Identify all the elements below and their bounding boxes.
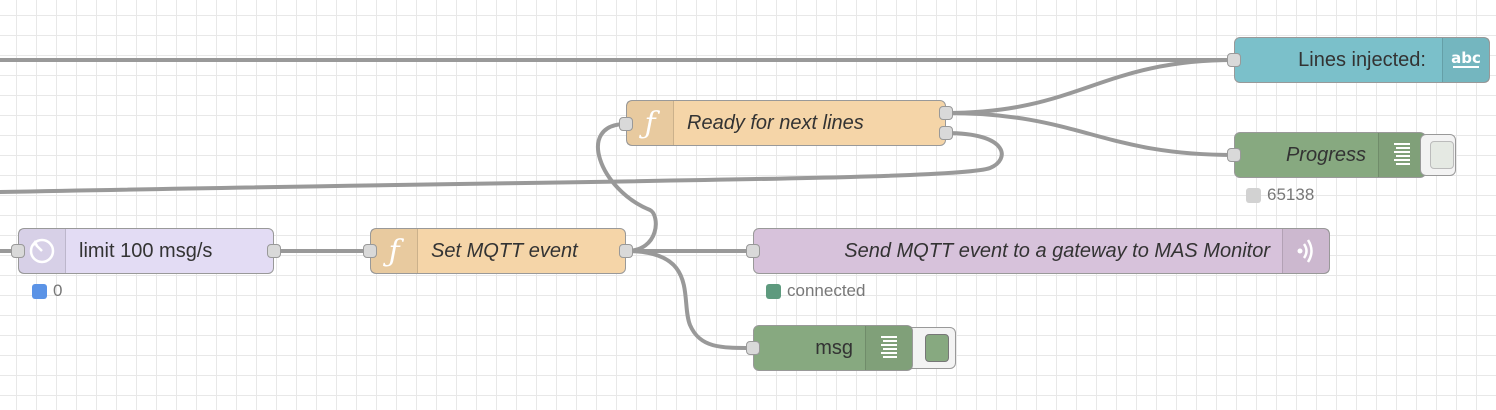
- ready-input-port[interactable]: [619, 117, 633, 131]
- progress-toggle-indicator: [1430, 141, 1454, 169]
- msg-label: msg: [815, 336, 853, 359]
- send-mqtt-event-label: Send MQTT event to a gateway to MAS Moni…: [844, 239, 1270, 262]
- limit-node[interactable]: limit 100 msg/s: [18, 228, 274, 274]
- send-mqtt-input-port[interactable]: [746, 244, 760, 258]
- limit-input-port[interactable]: [11, 244, 25, 258]
- msg-node[interactable]: msg: [753, 325, 913, 371]
- lines-injected-label: Lines injected:: [1298, 48, 1426, 71]
- function-icon: ƒ: [371, 229, 418, 273]
- msg-debug-toggle-button[interactable]: [906, 327, 956, 369]
- msg-input-port[interactable]: [746, 341, 760, 355]
- progress-status: 65138: [1246, 185, 1314, 205]
- svg-text:abc: abc: [1451, 49, 1481, 67]
- ready-for-next-lines-node[interactable]: ƒ Ready for next lines: [626, 100, 946, 146]
- wire-ready-to-progress[interactable]: [944, 111, 1236, 157]
- progress-debug-toggle-button[interactable]: [1420, 134, 1456, 176]
- limit-status: 0: [32, 281, 62, 301]
- debug-list-icon: [1378, 133, 1425, 177]
- limit-output-port[interactable]: [267, 244, 281, 258]
- debug-list-icon: [865, 326, 912, 370]
- set-mqtt-output-port[interactable]: [619, 244, 633, 258]
- wire-ready-loop-back[interactable]: [0, 131, 1004, 194]
- ready-output-port-1[interactable]: [939, 106, 953, 120]
- function-icon: ƒ: [627, 101, 674, 145]
- status-green-dot: [766, 283, 781, 299]
- limit-label: limit 100 msg/s: [79, 239, 213, 262]
- send-mqtt-status-text: connected: [787, 281, 866, 300]
- timer-icon: [19, 229, 66, 273]
- send-mqtt-status: connected: [766, 281, 865, 301]
- msg-toggle-indicator: [925, 334, 949, 362]
- status-blue-dot: [32, 283, 47, 299]
- lines-injected-input-port[interactable]: [1227, 53, 1241, 67]
- ready-output-port-2[interactable]: [939, 126, 953, 140]
- set-mqtt-event-label: Set MQTT event: [431, 239, 578, 262]
- status-grey-dot: [1246, 187, 1261, 203]
- progress-node[interactable]: Progress: [1234, 132, 1426, 178]
- wire-set-mqtt-to-ready[interactable]: [596, 122, 658, 253]
- abc-text-icon: abc: [1442, 38, 1489, 82]
- progress-status-text: 65138: [1267, 185, 1315, 204]
- wire-set-mqtt-to-msg[interactable]: [624, 249, 755, 350]
- set-mqtt-event-node[interactable]: ƒ Set MQTT event: [370, 228, 626, 274]
- wireless-icon: [1282, 229, 1329, 273]
- progress-input-port[interactable]: [1227, 148, 1241, 162]
- lines-injected-node[interactable]: Lines injected: abc: [1234, 37, 1490, 83]
- wire-ready-to-lines-injected[interactable]: [944, 58, 1236, 115]
- send-mqtt-event-node[interactable]: Send MQTT event to a gateway to MAS Moni…: [753, 228, 1330, 274]
- progress-label: Progress: [1285, 143, 1366, 166]
- set-mqtt-input-port[interactable]: [363, 244, 377, 258]
- limit-status-text: 0: [53, 281, 63, 300]
- ready-for-next-lines-label: Ready for next lines: [687, 111, 864, 134]
